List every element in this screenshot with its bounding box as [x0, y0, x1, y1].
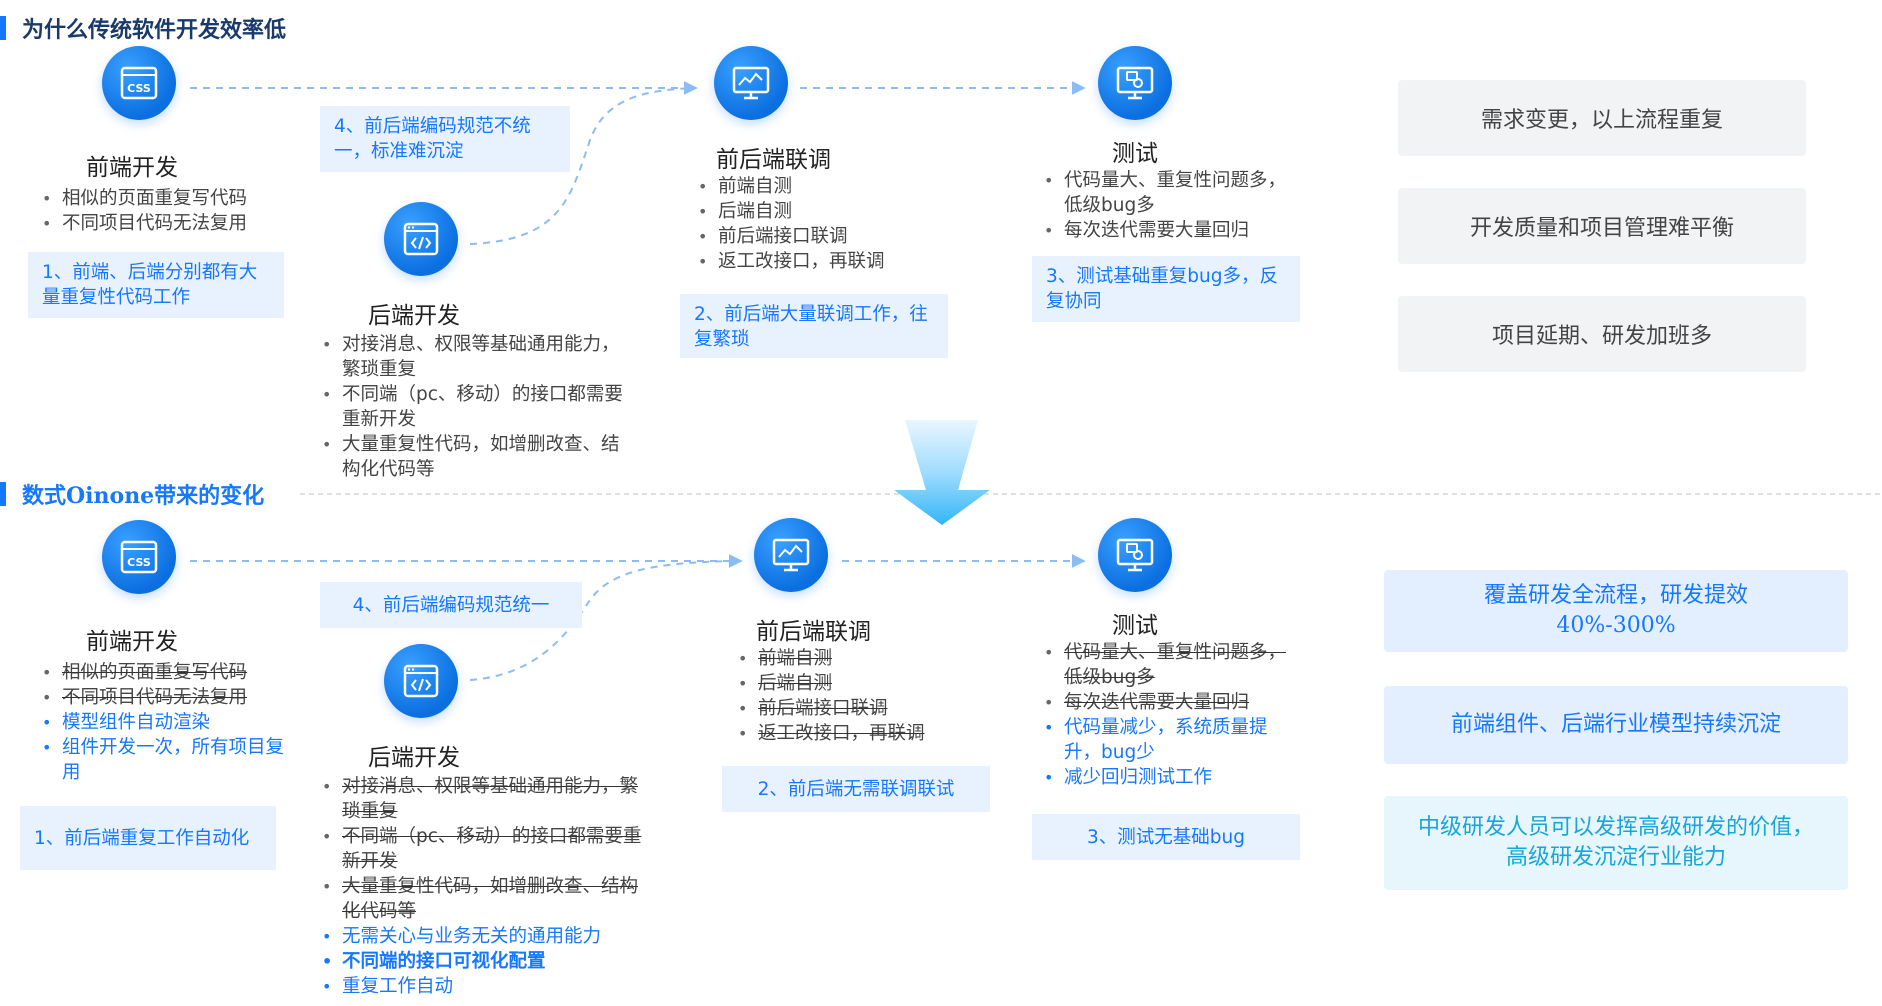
list-item: 不同端（pc、移动）的接口都需要重新开发	[314, 382, 634, 432]
summary-card: 开发质量和项目管理难平衡	[1398, 188, 1806, 264]
benefit-card: 覆盖研发全流程，研发提效40%-300%	[1384, 570, 1848, 652]
section-title-text: 为什么传统软件开发效率低	[22, 17, 287, 43]
list-item: 代码量大、重复性问题多，低级bug多	[1036, 168, 1296, 218]
backend-changes-list: 对接消息、权限等基础通用能力，繁琐重复 不同端（pc、移动）的接口都需要重新开发…	[314, 774, 654, 999]
list-item: 前端自测	[690, 174, 950, 199]
code-window-icon	[384, 202, 458, 276]
svg-text:CSS: CSS	[127, 556, 151, 569]
list-item: 无需关心与业务无关的通用能力	[314, 924, 654, 949]
list-item: 相似的页面重复写代码	[34, 186, 294, 211]
monitor-chart-icon	[754, 518, 828, 592]
list-item: 每次迭代需要大量回归	[1036, 690, 1296, 715]
list-item: 不同端的接口可视化配置	[314, 949, 654, 974]
monitor-chart-icon	[714, 46, 788, 120]
integration-title: 前后端联调	[716, 147, 831, 173]
list-item: 前后端接口联调	[730, 696, 990, 721]
summary-card: 需求变更，以上流程重复	[1398, 80, 1806, 156]
list-item: 对接消息、权限等基础通用能力，繁琐重复	[314, 332, 634, 382]
frontend-note: 1、前后端重复工作自动化	[20, 806, 276, 870]
frontend-note: 1、前端、后端分别都有大量重复性代码工作	[28, 252, 284, 318]
integration-changes-list: 前端自测 后端自测 前后端接口联调 返工改接口，再联调	[730, 646, 990, 746]
benefit-card: 前端组件、后端行业模型持续沉淀	[1384, 686, 1848, 764]
list-item: 代码量大、重复性问题多，低级bug多	[1036, 640, 1296, 690]
testing-note: 3、测试基础重复bug多，反复协同	[1032, 256, 1300, 322]
section-title-bar	[0, 16, 6, 40]
monitor-test-icon	[1098, 518, 1172, 592]
frontend-title: 前端开发	[86, 155, 178, 181]
testing-title: 测试	[1112, 613, 1158, 639]
frontend-changes-list: 相似的页面重复写代码 不同项目代码无法复用 模型组件自动渲染 组件开发一次，所有…	[34, 660, 294, 785]
frontend-problems-list: 相似的页面重复写代码 不同项目代码无法复用	[34, 186, 294, 236]
testing-problems-list: 代码量大、重复性问题多，低级bug多 每次迭代需要大量回归	[1036, 168, 1296, 243]
coding-standard-note: 4、前后端编码规范统一	[320, 582, 582, 628]
big-down-arrow	[894, 420, 990, 525]
list-item: 前端自测	[730, 646, 990, 671]
section-title-oinone: 数式Oinone带来的变化	[0, 478, 264, 510]
testing-note: 3、测试无基础bug	[1032, 814, 1300, 860]
integration-note: 2、前后端大量联调工作，往复繁琐	[680, 294, 948, 358]
section-title-traditional: 为什么传统软件开发效率低	[0, 12, 286, 44]
testing-title: 测试	[1112, 141, 1158, 167]
list-item: 模型组件自动渲染	[34, 710, 294, 735]
list-item: 代码量减少，系统质量提升，bug少	[1036, 715, 1296, 765]
backend-title: 后端开发	[368, 303, 460, 329]
backend-problems-list: 对接消息、权限等基础通用能力，繁琐重复 不同端（pc、移动）的接口都需要重新开发…	[314, 332, 634, 482]
list-item: 返工改接口，再联调	[730, 721, 990, 746]
frontend-title: 前端开发	[86, 629, 178, 655]
list-item: 对接消息、权限等基础通用能力，繁琐重复	[314, 774, 654, 824]
list-item: 相似的页面重复写代码	[34, 660, 294, 685]
summary-card: 项目延期、研发加班多	[1398, 296, 1806, 372]
list-item: 不同项目代码无法复用	[34, 685, 294, 710]
list-item: 不同项目代码无法复用	[34, 211, 294, 236]
list-item: 大量重复性代码，如增删改查、结构化代码等	[314, 874, 654, 924]
list-item: 减少回归测试工作	[1036, 765, 1296, 790]
list-item: 后端自测	[690, 199, 950, 224]
list-item: 不同端（pc、移动）的接口都需要重新开发	[314, 824, 654, 874]
code-window-icon	[384, 644, 458, 718]
css-icon: CSS	[102, 46, 176, 120]
svg-text:CSS: CSS	[127, 82, 151, 95]
coding-standard-note: 4、前后端编码规范不统一，标准难沉淀	[320, 106, 570, 172]
section-title-text: 数式Oinone带来的变化	[22, 483, 265, 509]
testing-changes-list: 代码量大、重复性问题多，低级bug多 每次迭代需要大量回归 代码量减少，系统质量…	[1036, 640, 1296, 790]
benefit-card: 中级研发人员可以发挥高级研发的价值，高级研发沉淀行业能力	[1384, 796, 1848, 890]
list-item: 每次迭代需要大量回归	[1036, 218, 1296, 243]
monitor-test-icon	[1098, 46, 1172, 120]
integration-note: 2、前后端无需联调联试	[722, 766, 990, 812]
list-item: 组件开发一次，所有项目复用	[34, 735, 294, 785]
backend-title: 后端开发	[368, 745, 460, 771]
list-item: 重复工作自动	[314, 974, 654, 999]
list-item: 返工改接口，再联调	[690, 249, 950, 274]
list-item: 后端自测	[730, 671, 990, 696]
css-icon: CSS	[102, 520, 176, 594]
integration-problems-list: 前端自测 后端自测 前后端接口联调 返工改接口，再联调	[690, 174, 950, 274]
list-item: 大量重复性代码，如增删改查、结构化代码等	[314, 432, 634, 482]
section-title-bar	[0, 482, 6, 506]
integration-title: 前后端联调	[756, 619, 871, 645]
list-item: 前后端接口联调	[690, 224, 950, 249]
